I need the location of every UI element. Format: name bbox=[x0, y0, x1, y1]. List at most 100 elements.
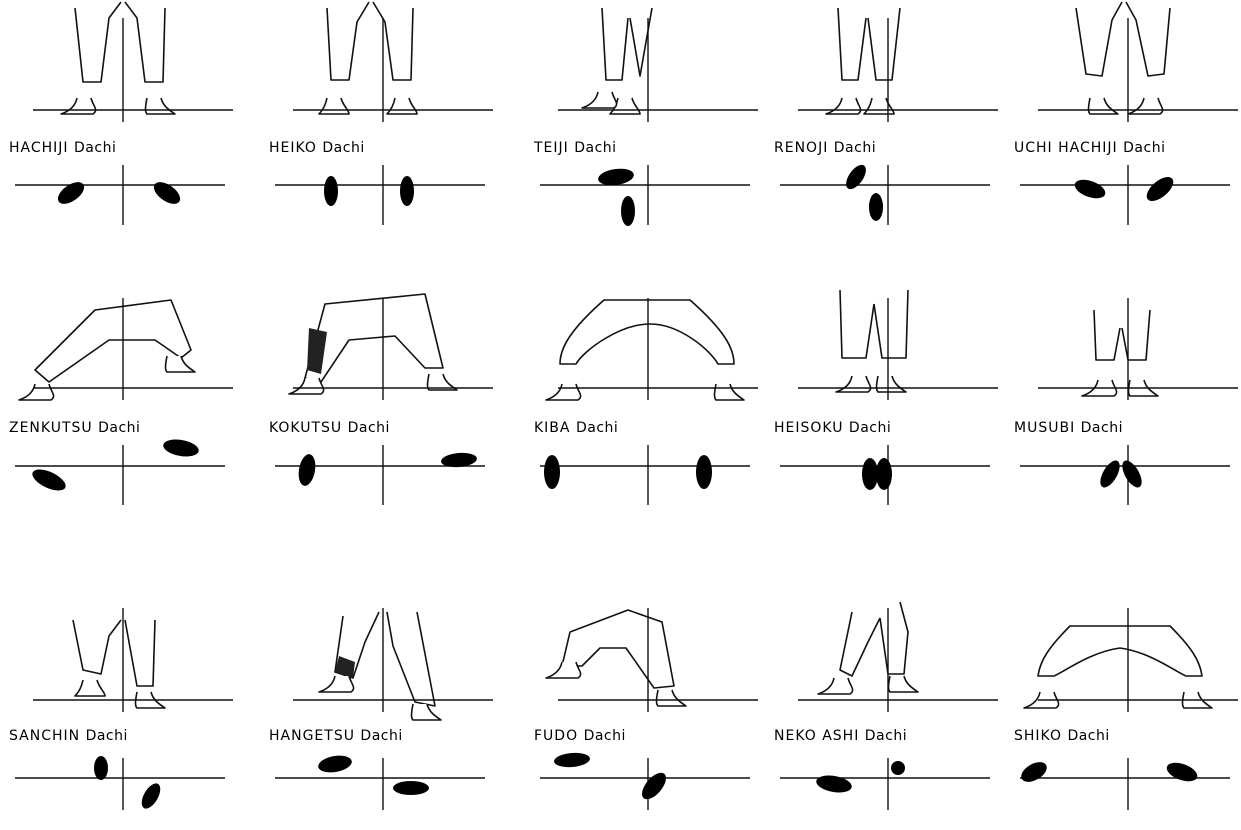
right-foot bbox=[387, 98, 417, 114]
stance-name: HEIKO bbox=[269, 140, 317, 156]
rear-foot bbox=[546, 662, 581, 678]
rear-print bbox=[869, 193, 883, 221]
stance-label: ZENKUTSU Dachi bbox=[9, 420, 140, 436]
stance-cell: FUDO Dachi bbox=[530, 590, 760, 830]
stance-suffix: Dachi bbox=[849, 420, 891, 436]
stance-label: HACHIJI Dachi bbox=[9, 140, 116, 156]
front-foot bbox=[818, 678, 853, 694]
stance-label: UCHI HACHIJI Dachi bbox=[1014, 140, 1165, 156]
stance-suffix: Dachi bbox=[1081, 420, 1123, 436]
stance-illustration bbox=[1010, 0, 1240, 240]
right-foot bbox=[877, 376, 907, 392]
right-leg bbox=[1126, 2, 1170, 76]
rear-leg bbox=[630, 8, 652, 76]
stance-illustration bbox=[5, 590, 235, 830]
stance-name: MUSUBI bbox=[1014, 420, 1075, 436]
front-foot bbox=[864, 98, 894, 114]
stance-illustration bbox=[770, 280, 1000, 520]
stance-cell: HACHIJI Dachi bbox=[5, 0, 235, 240]
footprints bbox=[597, 167, 635, 226]
rear-print bbox=[815, 773, 853, 795]
stance-name: TEIJI bbox=[534, 140, 569, 156]
right-leg bbox=[125, 620, 155, 686]
figure-group bbox=[1082, 310, 1158, 396]
front-foot bbox=[412, 704, 442, 720]
stance-name: KIBA bbox=[534, 420, 571, 436]
footprints bbox=[1096, 458, 1145, 491]
figure-group bbox=[818, 602, 918, 694]
footprints bbox=[842, 162, 883, 221]
left-print bbox=[317, 753, 353, 775]
front-foot bbox=[289, 378, 324, 394]
rear-foot bbox=[582, 92, 617, 108]
left-print bbox=[862, 458, 878, 490]
stance-label: TEIJI Dachi bbox=[534, 140, 617, 156]
stance-suffix: Dachi bbox=[576, 420, 618, 436]
right-print bbox=[1143, 173, 1178, 206]
stance-illustration bbox=[265, 280, 495, 520]
shiko-legs bbox=[1038, 626, 1202, 676]
stance-cell: SANCHIN Dachi bbox=[5, 590, 235, 830]
stance-name: KOKUTSU bbox=[269, 420, 342, 436]
right-leg bbox=[373, 2, 413, 80]
stance-illustration bbox=[530, 590, 760, 830]
right-print bbox=[696, 455, 712, 489]
stance-suffix: Dachi bbox=[584, 728, 626, 744]
stance-label: KOKUTSU Dachi bbox=[269, 420, 390, 436]
footprints bbox=[54, 178, 184, 208]
stance-cell: KIBA Dachi bbox=[530, 280, 760, 520]
right-print bbox=[638, 769, 671, 804]
stance-cell: MUSUBI Dachi bbox=[1010, 280, 1240, 520]
figure-group bbox=[289, 294, 457, 394]
left-foot bbox=[75, 680, 105, 696]
stance-label: SANCHIN Dachi bbox=[9, 728, 128, 744]
stance-name: RENOJI bbox=[774, 140, 828, 156]
front-print bbox=[296, 453, 317, 487]
right-leg bbox=[387, 612, 435, 706]
left-print bbox=[553, 751, 590, 768]
left-foot bbox=[546, 384, 581, 400]
left-foot bbox=[1089, 98, 1119, 114]
stance-suffix: Dachi bbox=[348, 420, 390, 436]
stance-name: HACHIJI bbox=[9, 140, 69, 156]
stance-cell: KOKUTSU Dachi bbox=[265, 280, 495, 520]
stance-cell: HANGETSU Dachi bbox=[265, 590, 495, 830]
left-print bbox=[1018, 758, 1050, 786]
figure-group bbox=[73, 620, 165, 708]
left-leg bbox=[840, 290, 874, 358]
left-leg bbox=[73, 620, 121, 674]
right-leg bbox=[874, 290, 908, 358]
stance-illustration bbox=[5, 0, 235, 240]
left-print bbox=[1072, 176, 1108, 202]
stance-label: NEKO ASHI Dachi bbox=[774, 728, 907, 744]
stance-label: KIBA Dachi bbox=[534, 420, 618, 436]
stance-cell: SHIKO Dachi bbox=[1010, 590, 1240, 830]
footprints bbox=[296, 451, 477, 487]
right-print bbox=[1118, 458, 1145, 491]
stance-suffix: Dachi bbox=[865, 728, 907, 744]
left-foot bbox=[319, 98, 349, 114]
lead-print bbox=[597, 167, 635, 188]
stance-cell: NEKO ASHI Dachi bbox=[770, 590, 1000, 830]
stance-illustration bbox=[770, 0, 1000, 240]
left-leg bbox=[1094, 310, 1120, 360]
horse-legs bbox=[560, 300, 734, 364]
stance-label: FUDO Dachi bbox=[534, 728, 626, 744]
stance-name: HEISOKU bbox=[774, 420, 843, 436]
stance-cell: ZENKUTSU Dachi bbox=[5, 280, 235, 520]
left-leg bbox=[1076, 2, 1122, 76]
figure-group bbox=[319, 612, 441, 720]
rear-leg bbox=[880, 602, 908, 674]
rear-foot bbox=[319, 676, 354, 692]
stance-label: HEIKO Dachi bbox=[269, 140, 365, 156]
right-leg bbox=[1122, 310, 1150, 360]
stance-suffix: Dachi bbox=[86, 728, 128, 744]
footprints bbox=[317, 753, 429, 795]
stance-name: HANGETSU bbox=[269, 728, 355, 744]
figure-group bbox=[546, 610, 686, 706]
footprints bbox=[862, 458, 892, 490]
right-print bbox=[138, 780, 164, 811]
right-foot bbox=[1128, 98, 1163, 114]
stance-label: RENOJI Dachi bbox=[774, 140, 876, 156]
stance-suffix: Dachi bbox=[1123, 140, 1165, 156]
